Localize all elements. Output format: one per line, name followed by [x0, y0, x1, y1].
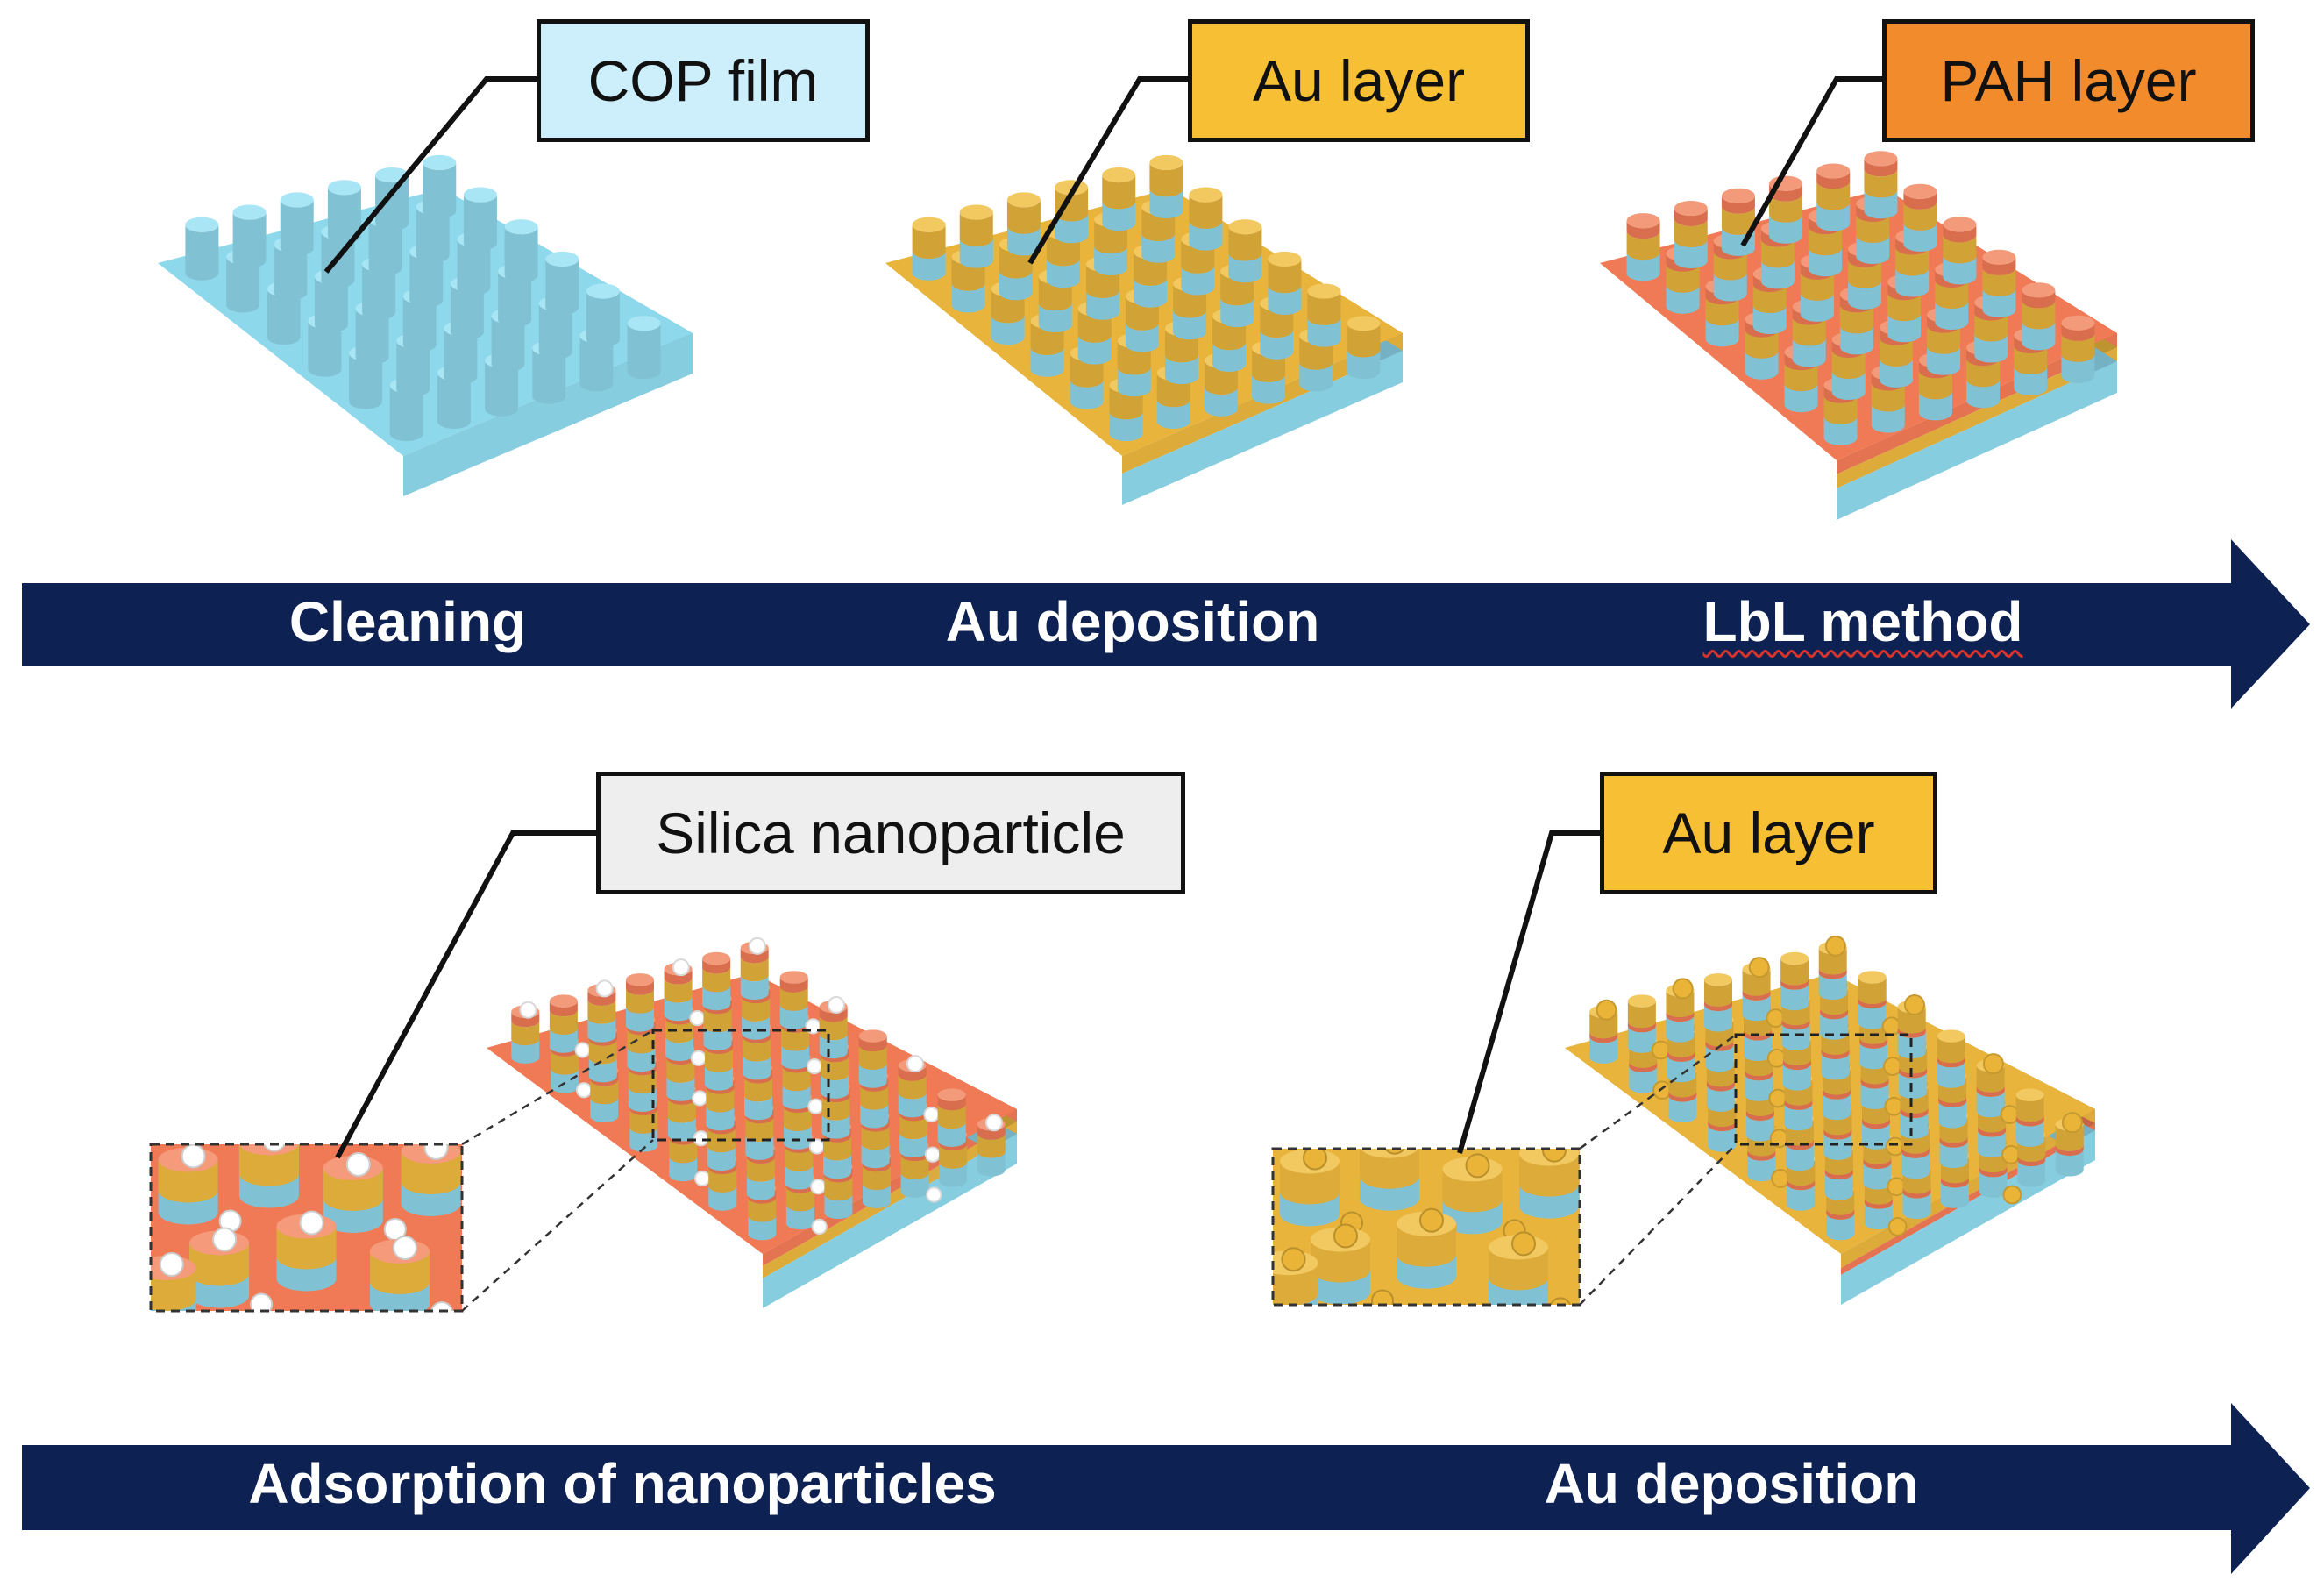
- pillar: [1674, 200, 1708, 269]
- pillar: [898, 1055, 927, 1118]
- pillar: [1721, 188, 1755, 256]
- label-cop-film: COP film: [537, 19, 870, 142]
- pillar: [1818, 935, 1847, 1001]
- pillar: [1903, 183, 1937, 252]
- pillar: [1858, 971, 1887, 1029]
- step-lbl-method: LbL method: [1702, 590, 2023, 653]
- pillar: [664, 958, 693, 1022]
- pillar: [626, 973, 654, 1032]
- pillar: [912, 217, 946, 281]
- pillar: [1666, 978, 1695, 1043]
- pillar: [1626, 213, 1660, 281]
- substrate-pah-layer: [1600, 151, 2117, 520]
- pillar: [280, 192, 314, 256]
- pillar: [2015, 1088, 2044, 1147]
- step-au-deposition-bottom: Au deposition: [1544, 1452, 1919, 1515]
- pillar: [627, 316, 661, 380]
- pillar: [977, 1114, 1006, 1177]
- inset-silica-zoom: [149, 1029, 830, 1313]
- pillar: [1102, 167, 1136, 231]
- pillar: [232, 204, 267, 268]
- pillar: [1816, 163, 1851, 231]
- pillar: [587, 979, 616, 1043]
- pillar: [819, 996, 848, 1059]
- substrate-silica-nanoparticles: [487, 936, 1017, 1308]
- substrate-au-nanostructure: [1565, 935, 2095, 1305]
- pillar: [545, 251, 579, 315]
- pillar: [2061, 315, 2095, 383]
- leader-line-silica: [335, 830, 598, 1159]
- substrate-au-layer: [885, 154, 1403, 505]
- inset-au-zoom: [1271, 1033, 1913, 1307]
- pillar: [586, 283, 620, 347]
- label-silica-nanoparticle: Silica nanoparticle: [596, 772, 1185, 894]
- pillar: [702, 951, 731, 1011]
- substrate-cop-film: [158, 154, 693, 496]
- leader-line-au-top: [1027, 76, 1188, 265]
- pillar: [858, 1029, 887, 1088]
- pillar: [327, 180, 361, 244]
- pillar: [1589, 999, 1618, 1064]
- leader-line-pah: [1740, 76, 1882, 247]
- step-cleaning: Cleaning: [288, 590, 527, 653]
- pillar: [1982, 249, 2016, 317]
- process-arrow-top: [22, 539, 2310, 709]
- pillar: [1897, 994, 1926, 1059]
- pillar: [185, 217, 219, 281]
- pillar: [1742, 957, 1771, 1022]
- pillar: [1943, 217, 1977, 285]
- pillar: [1307, 283, 1341, 347]
- pillar: [959, 204, 993, 268]
- pillar: [1006, 192, 1041, 256]
- step-adsorption-of-nanoparticles: Adsorption of nanoparticles: [248, 1452, 997, 1515]
- step-au-deposition-top: Au deposition: [945, 590, 1320, 653]
- pillar: [1347, 316, 1381, 380]
- leader-line-cop: [323, 76, 537, 274]
- leader-line-au-bottom: [1457, 830, 1600, 1154]
- pillar: [504, 219, 538, 283]
- pillar: [1268, 251, 1302, 315]
- pillar: [423, 154, 457, 218]
- pillar: [1228, 219, 1262, 283]
- process-arrow-bottom: [22, 1403, 2310, 1574]
- pillar: [463, 187, 497, 251]
- pillar: [1864, 151, 1898, 219]
- pillar: [1189, 187, 1223, 251]
- pillar: [549, 994, 578, 1053]
- label-au-layer-bottom: Au layer: [1600, 772, 1937, 894]
- pillar: [779, 971, 808, 1029]
- pillar: [2055, 1112, 2084, 1177]
- pillar: [1149, 154, 1183, 218]
- pillar: [1976, 1053, 2005, 1118]
- pillar: [1704, 973, 1732, 1032]
- pillar: [511, 1001, 540, 1064]
- pillar: [1627, 994, 1656, 1053]
- pillar: [740, 936, 769, 1001]
- pillar: [1780, 951, 1809, 1011]
- label-pah-layer: PAH layer: [1882, 19, 2255, 142]
- pillar: [1055, 180, 1089, 244]
- pillar: [937, 1088, 966, 1147]
- pillar: [2022, 282, 2056, 351]
- label-au-layer-top: Au layer: [1188, 19, 1530, 142]
- pillar: [1937, 1029, 1965, 1088]
